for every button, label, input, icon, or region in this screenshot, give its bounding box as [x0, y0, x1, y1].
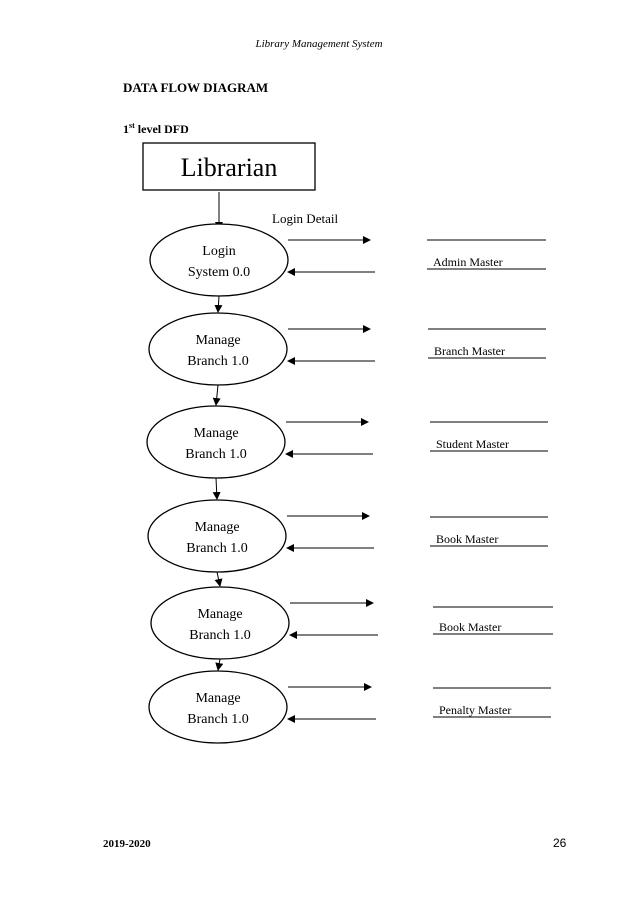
store-5-label: Penalty Master — [439, 703, 511, 717]
store-1-label: Branch Master — [434, 344, 505, 358]
store-3-label: Book Master — [436, 532, 498, 546]
footer-year: 2019-2020 — [103, 838, 151, 850]
process-2-circle — [146, 405, 286, 479]
process-0-number: System 0.0 — [188, 265, 250, 280]
process-5-number: Branch 1.0 — [187, 712, 248, 727]
process-1-to-next-arrow — [212, 384, 221, 406]
process-4-circle — [150, 586, 290, 660]
process-2-to-next-arrow — [212, 477, 221, 500]
store-4-label: Book Master — [439, 620, 501, 634]
running-header: Library Management System — [255, 38, 383, 50]
process-5-circle — [148, 670, 288, 744]
section-title: DATA FLOW DIAGRAM — [123, 80, 269, 95]
process-3-to-next-arrow — [214, 571, 223, 587]
process-1-circle — [148, 312, 288, 386]
process-4-title: Manage — [197, 607, 242, 622]
store-0-label: Admin Master — [433, 255, 503, 269]
login-detail-label: Login Detail — [272, 211, 338, 226]
process-3-circle — [147, 499, 287, 573]
level-number: 1 — [123, 122, 129, 136]
level-text: level DFD — [134, 122, 189, 136]
process-5-title: Manage — [195, 691, 240, 706]
level-title: 1st level DFD — [123, 121, 189, 137]
process-2-number: Branch 1.0 — [185, 447, 246, 462]
process-0-to-next-arrow — [214, 295, 223, 313]
librarian-entity-box — [142, 142, 316, 191]
page-number: 26 — [553, 836, 567, 850]
process-4-number: Branch 1.0 — [189, 628, 250, 643]
process-3-number: Branch 1.0 — [186, 541, 247, 556]
process-4-to-next-arrow — [215, 658, 224, 671]
level-suffix: st — [129, 121, 135, 130]
process-1-title: Manage — [195, 333, 240, 348]
process-0-title: Login — [202, 244, 235, 259]
process-1-number: Branch 1.0 — [187, 354, 248, 369]
process-2-title: Manage — [193, 426, 238, 441]
store-2-label: Student Master — [436, 437, 509, 451]
process-3-title: Manage — [194, 520, 239, 535]
process-0-circle — [149, 223, 289, 297]
librarian-entity-label: Librarian — [181, 153, 278, 182]
